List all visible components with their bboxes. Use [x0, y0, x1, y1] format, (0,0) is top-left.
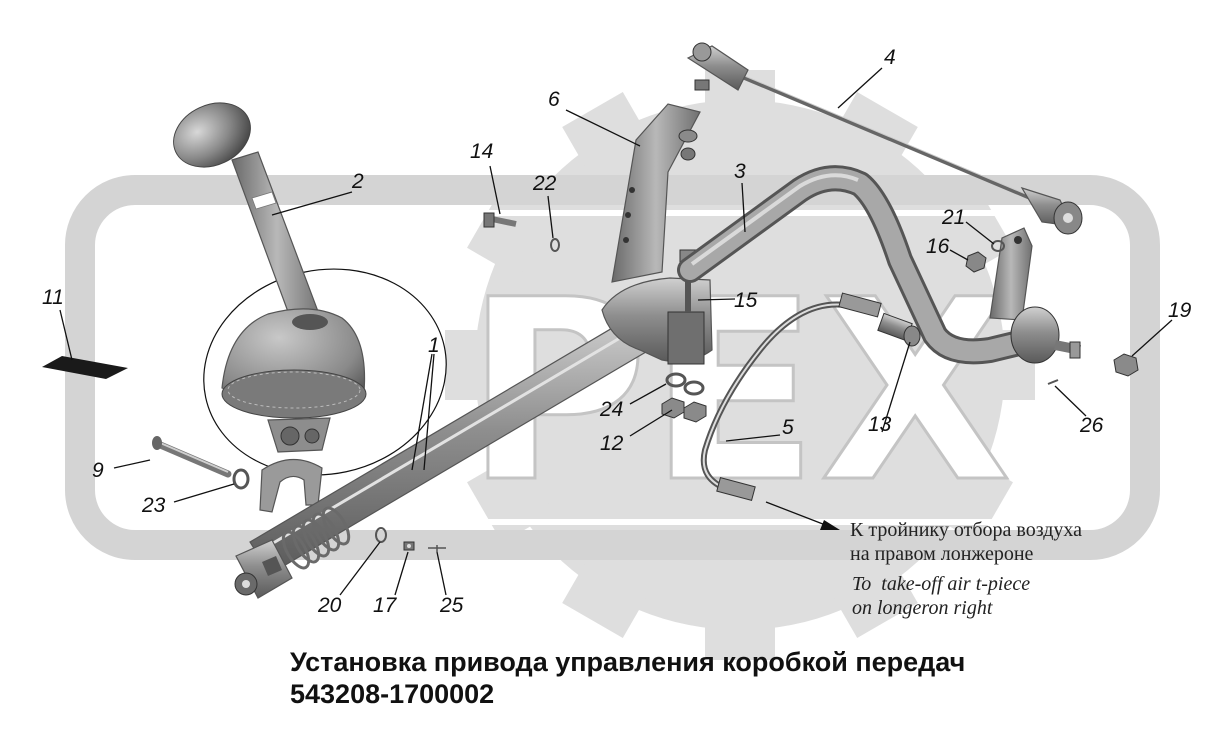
part-20-washer: [375, 527, 387, 543]
title-line1: Установка привода управления коробкой пе…: [290, 647, 965, 677]
part-9-pin: [152, 436, 232, 478]
part-19-nut: [1113, 353, 1139, 377]
watermark: PEX: [65, 70, 1160, 660]
callout-20: 20: [317, 594, 342, 617]
title-line2: 543208-1700002: [290, 679, 494, 709]
part-4-rod: [686, 42, 1083, 235]
part-26-pin: [1047, 379, 1059, 385]
leader-lines: [59, 67, 1173, 596]
air-tee-arrow: [765, 501, 840, 530]
watermark-gear: [445, 70, 1035, 660]
callout-15: 15: [734, 289, 758, 312]
part-21-washer: [991, 240, 1005, 252]
lever-mechanism: [267, 417, 331, 453]
part-22-washer: [550, 238, 560, 252]
part-24-washers: [665, 372, 705, 396]
callout-23: 23: [141, 494, 166, 517]
callout-11: 11: [42, 286, 64, 309]
note-en-line2: on longeron right: [852, 597, 993, 619]
shift-knob: [173, 102, 251, 168]
diagram-title: Установка привода управления коробкой пе…: [290, 647, 965, 709]
callout-19: 19: [1168, 299, 1192, 322]
note-en-line1: To take-off air t-piece: [852, 573, 1030, 595]
tube-end-fitting: [234, 539, 293, 599]
part-23-washer: [232, 468, 250, 490]
callout-16: 16: [926, 235, 950, 258]
part-17-clip: [403, 541, 415, 551]
part-5-air-hose: [700, 292, 882, 502]
callout-2: 2: [351, 170, 364, 193]
callout-24: 24: [599, 398, 623, 421]
callout-9: 9: [92, 459, 104, 482]
part-16-nut: [965, 251, 987, 273]
callout-numbers: 11 2 14 22 6 3 4 21 16 15 19 26 1 24 12 …: [42, 46, 1192, 617]
callout-14: 14: [470, 140, 493, 163]
part-13-fitting: [877, 312, 921, 347]
note-ru-line2: на правом лонжероне: [850, 543, 1034, 565]
callout-13: 13: [868, 413, 892, 436]
callout-25: 25: [439, 594, 464, 617]
rod-end-joint: [1010, 306, 1081, 364]
callout-17: 17: [373, 594, 398, 617]
part-11-plate: [42, 356, 128, 379]
callout-5: 5: [782, 416, 794, 439]
part-3-bent-rod: [677, 165, 1053, 365]
part-2-shift-lever: [173, 102, 323, 329]
callout-26: 26: [1079, 414, 1104, 437]
shift-fork: [259, 458, 323, 513]
callout-3: 3: [734, 160, 746, 183]
note-ru-line1: К тройнику отбора воздуха: [850, 519, 1082, 541]
tube-spring: [281, 506, 351, 570]
callout-21: 21: [941, 206, 965, 229]
callout-22: 22: [532, 172, 557, 195]
part-6-bracket: [611, 103, 701, 283]
callout-6: 6: [548, 88, 560, 111]
part-14-bolt: [483, 212, 517, 228]
callout-4: 4: [884, 46, 896, 69]
shift-boot-dome: [221, 308, 367, 419]
part-25-cotter-pin: [428, 545, 446, 552]
air-tee-note: К тройнику отбора воздуха на правом лонж…: [850, 519, 1082, 619]
callout-1: 1: [428, 334, 440, 357]
callout-12: 12: [600, 432, 624, 455]
